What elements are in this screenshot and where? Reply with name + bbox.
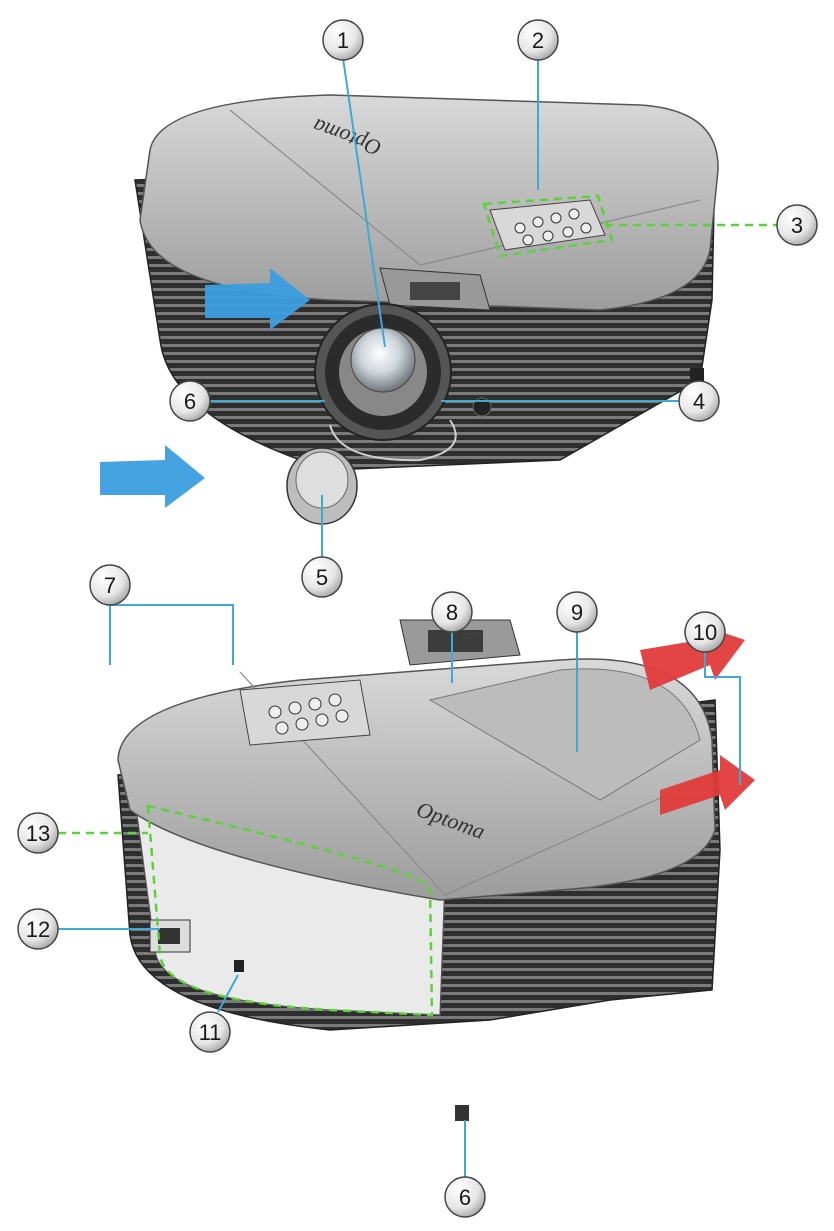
callout-badge-7: 7 <box>89 564 131 606</box>
svg-text:10: 10 <box>693 620 717 645</box>
svg-text:ZOOM: ZOOM <box>462 633 483 640</box>
ir-receiver <box>472 397 492 417</box>
callout-badge-11: 11 <box>189 1011 231 1053</box>
svg-text:6: 6 <box>459 1185 471 1210</box>
callout-badge-4: 4 <box>678 380 720 422</box>
control-keypad <box>489 199 606 251</box>
callout-line-1 <box>342 57 386 348</box>
projector-rear-view: Optoma ZOOM <box>117 619 721 1121</box>
svg-text:12: 12 <box>26 917 50 942</box>
callout-badge-3: 3 <box>776 204 818 246</box>
svg-text:9: 9 <box>571 600 583 625</box>
callout-badge-6-top: 6 <box>169 380 211 422</box>
callout-badge-12: 12 <box>17 908 59 950</box>
callout-lines <box>58 57 741 1178</box>
foot <box>455 1105 469 1121</box>
callout-badge-5: 5 <box>301 556 343 598</box>
dashed-callout-lines <box>58 194 778 1017</box>
callout-line-10 <box>704 650 741 785</box>
svg-text:11: 11 <box>199 1020 222 1045</box>
svg-text:7: 7 <box>104 573 116 598</box>
zoom-ring <box>379 267 491 311</box>
intake-arrow-upper <box>205 268 310 330</box>
air-intake-arrows <box>100 268 310 508</box>
rear-panel-outline <box>146 804 434 1017</box>
projector-body-top <box>139 94 719 311</box>
svg-text:4: 4 <box>693 389 705 414</box>
keypad-outline <box>482 194 614 258</box>
foot <box>690 368 704 382</box>
svg-text:2: 2 <box>532 28 544 53</box>
callout-badge-2: 2 <box>517 19 559 61</box>
callout-badge-9: 9 <box>556 591 598 633</box>
svg-text:1: 1 <box>337 28 349 53</box>
control-keypad <box>239 679 371 746</box>
svg-text:8: 8 <box>446 600 458 625</box>
callout-badge-6-bottom: 6 <box>444 1176 486 1218</box>
lens-assembly <box>314 303 452 441</box>
callout-line-7 <box>110 604 234 665</box>
exhaust-arrow-lower <box>660 755 755 815</box>
top-panel-divider <box>229 109 421 266</box>
top-panel-divider <box>444 779 701 896</box>
svg-text:3: 3 <box>791 213 803 238</box>
svg-text:13: 13 <box>26 821 50 846</box>
intake-arrow-lower <box>100 445 205 508</box>
zoom-lever: ZOOM <box>399 619 521 666</box>
callout-badges: 1 2 3 4 5 6 7 8 <box>17 19 818 1218</box>
svg-text:6: 6 <box>184 389 196 414</box>
callout-badge-1: 1 <box>322 19 364 61</box>
kensington-lock <box>234 960 244 972</box>
svg-text:5: 5 <box>316 565 328 590</box>
callout-badge-10: 10 <box>684 611 726 653</box>
callout-line-11 <box>217 974 239 1013</box>
lens-cap <box>286 419 457 525</box>
projector-top-view: Optoma <box>134 94 719 525</box>
callout-badge-13: 13 <box>17 812 59 854</box>
callout-badge-8: 8 <box>431 591 473 633</box>
